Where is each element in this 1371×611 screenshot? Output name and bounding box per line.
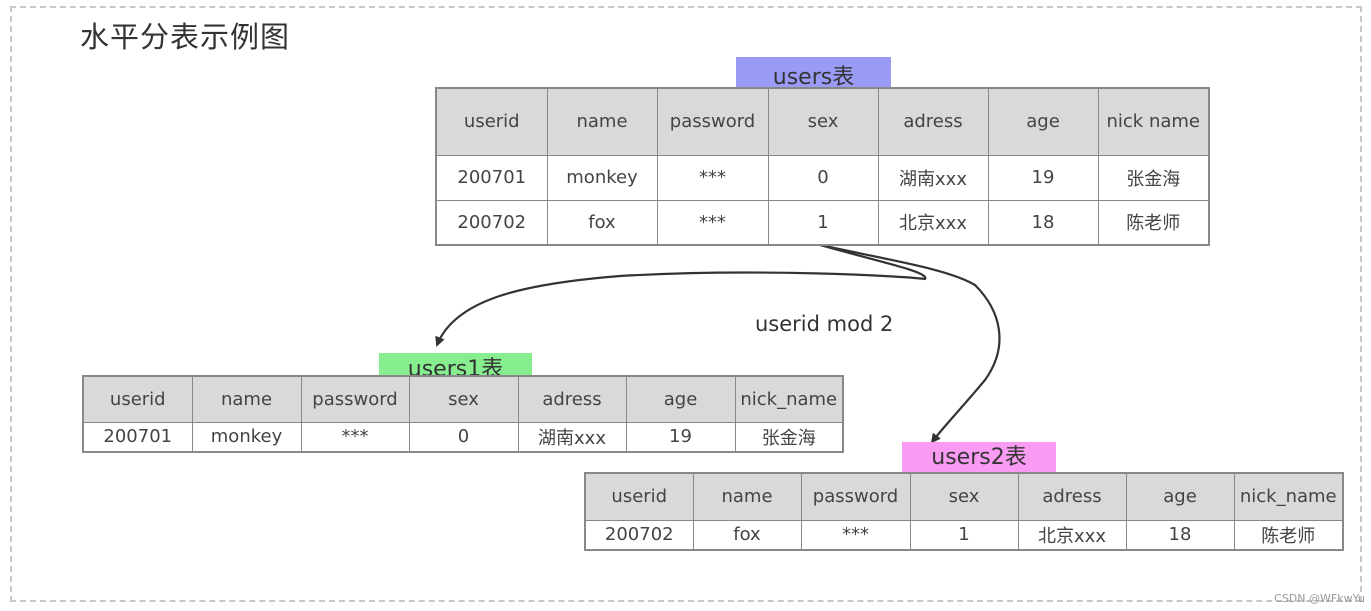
table-cell: ***	[656, 199, 769, 246]
table-cell: ***	[300, 421, 410, 453]
table-cell: 18	[1125, 519, 1235, 551]
header-cell: userid	[82, 375, 193, 423]
table-cell: 0	[767, 154, 879, 201]
table-cell: 200702	[435, 199, 548, 246]
header-cell: nick_name	[1233, 472, 1344, 521]
sharding-rule-label: userid mod 2	[755, 312, 894, 336]
table-cell: fox	[692, 519, 802, 551]
table-cell: monkey	[546, 154, 658, 201]
table-row: 200702 fox *** 1 北京xxx 18 陈老师	[435, 199, 1210, 246]
header-cell: age	[625, 375, 736, 423]
header-cell: sex	[408, 375, 519, 423]
header-cell: age	[987, 87, 1099, 156]
table-cell: fox	[546, 199, 658, 246]
table-cell: 1	[909, 519, 1019, 551]
diagram-frame	[10, 6, 1362, 602]
table-cell: 陈老师	[1097, 199, 1210, 246]
table-cell: 张金海	[734, 421, 844, 453]
watermark: CSDN @WFkwYu	[1274, 592, 1365, 605]
header-cell: password	[300, 375, 410, 423]
header-row: userid name password sex adress age nick…	[82, 375, 844, 423]
table-cell: monkey	[191, 421, 302, 453]
table-cell: 1	[767, 199, 879, 246]
users2-table-label: users2表	[902, 442, 1056, 474]
header-cell: sex	[767, 87, 879, 156]
header-cell: adress	[1017, 472, 1127, 521]
table-cell: 北京xxx	[1017, 519, 1127, 551]
table-row: 200701 monkey *** 0 湖南xxx 19 张金海	[82, 421, 844, 453]
table-row: 200702 fox *** 1 北京xxx 18 陈老师	[584, 519, 1344, 551]
header-cell: name	[546, 87, 658, 156]
table-cell: ***	[656, 154, 769, 201]
header-cell: adress	[517, 375, 627, 423]
header-row: userid name password sex adress age nick…	[435, 87, 1210, 156]
table-cell: 北京xxx	[877, 199, 989, 246]
header-cell: sex	[909, 472, 1019, 521]
header-cell: name	[191, 375, 302, 423]
header-cell: password	[656, 87, 769, 156]
arrow-to-users2	[819, 243, 1001, 444]
table-cell: 18	[987, 199, 1099, 246]
arrow-to-users1	[435, 243, 927, 347]
table-cell: 19	[987, 154, 1099, 201]
table-cell: 0	[408, 421, 519, 453]
users1-table: userid name password sex adress age nick…	[82, 375, 844, 453]
header-cell: adress	[877, 87, 989, 156]
table-row: 200701 monkey *** 0 湖南xxx 19 张金海	[435, 154, 1210, 201]
users-table: userid name password sex adress age nick…	[435, 87, 1210, 246]
table-cell: 湖南xxx	[517, 421, 627, 453]
header-cell: password	[800, 472, 911, 521]
header-cell: userid	[584, 472, 694, 521]
header-cell: name	[692, 472, 802, 521]
table-cell: 张金海	[1097, 154, 1210, 201]
table-cell: 200702	[584, 519, 694, 551]
header-cell: nick_name	[734, 375, 844, 423]
header-cell: userid	[435, 87, 548, 156]
header-cell: age	[1125, 472, 1235, 521]
table-cell: 19	[625, 421, 736, 453]
table-cell: 陈老师	[1233, 519, 1344, 551]
table-cell: 200701	[435, 154, 548, 201]
header-cell: nick name	[1097, 87, 1210, 156]
table-cell: ***	[800, 519, 911, 551]
diagram-title: 水平分表示例图	[80, 20, 291, 54]
table-cell: 湖南xxx	[877, 154, 989, 201]
users2-table: userid name password sex adress age nick…	[584, 472, 1344, 551]
header-row: userid name password sex adress age nick…	[584, 472, 1344, 521]
table-cell: 200701	[82, 421, 193, 453]
